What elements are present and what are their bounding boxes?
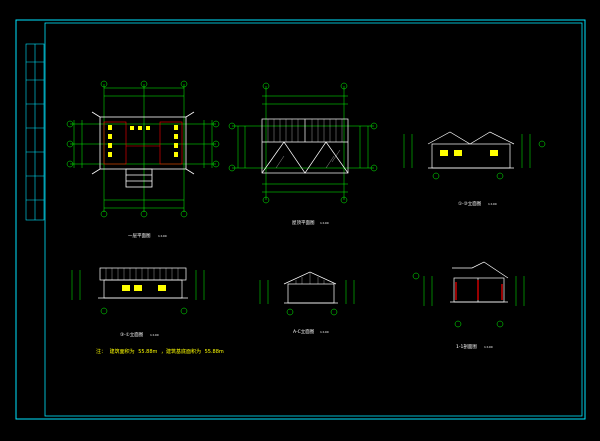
section-1-1: 1-1剖面图 1:100 xyxy=(412,261,525,350)
elevation-2: ③-①立面图 1:100 xyxy=(71,267,205,338)
title-block xyxy=(25,43,45,221)
area-note: 注： 建筑面积为 55.88m ，建筑基底面积为 55.88m xyxy=(96,348,224,355)
floor-plan: 一层平面图 1:100 xyxy=(66,80,220,239)
note-text-b: ，建筑基底面积为 xyxy=(161,348,201,355)
section-scale: 1:100 xyxy=(484,345,493,349)
floor-plan-scale: 1:100 xyxy=(158,234,167,238)
elevation-1-scale: 1:100 xyxy=(488,202,497,206)
elevation-2-title: ③-①立面图 xyxy=(120,331,144,338)
note-value-a: 55.88m xyxy=(138,349,157,355)
note-prefix: 注： xyxy=(96,348,106,355)
section-title: 1-1剖面图 xyxy=(456,343,477,350)
roof-plan-scale: 1:100 xyxy=(320,221,329,225)
elevation-2-scale: 1:100 xyxy=(150,333,159,337)
note-text-a: 建筑面积为 xyxy=(110,348,135,355)
note-value-b: 55.88m xyxy=(205,349,224,355)
elevation-1-title: ①-③立面图 xyxy=(458,200,482,207)
inner-frame xyxy=(44,22,583,417)
elevation-1: ①-③立面图 1:100 xyxy=(403,131,546,207)
roof-plan-title: 屋顶平面图 xyxy=(292,220,315,226)
floor-plan-title: 一层平面图 xyxy=(128,233,151,239)
elevation-3-title: A-C立面图 xyxy=(293,328,315,335)
outer-frame xyxy=(15,19,586,420)
elevation-3-scale: 1:100 xyxy=(320,330,329,334)
elevation-3: A-C立面图 1:100 xyxy=(259,271,355,335)
roof-plan: 屋顶平面图 1:100 xyxy=(228,82,378,226)
svg-text:注： 建筑面积为 55.88m: 注： 建筑面积为 55.88m ，建筑基底面积为 55.88m xyxy=(96,348,224,355)
